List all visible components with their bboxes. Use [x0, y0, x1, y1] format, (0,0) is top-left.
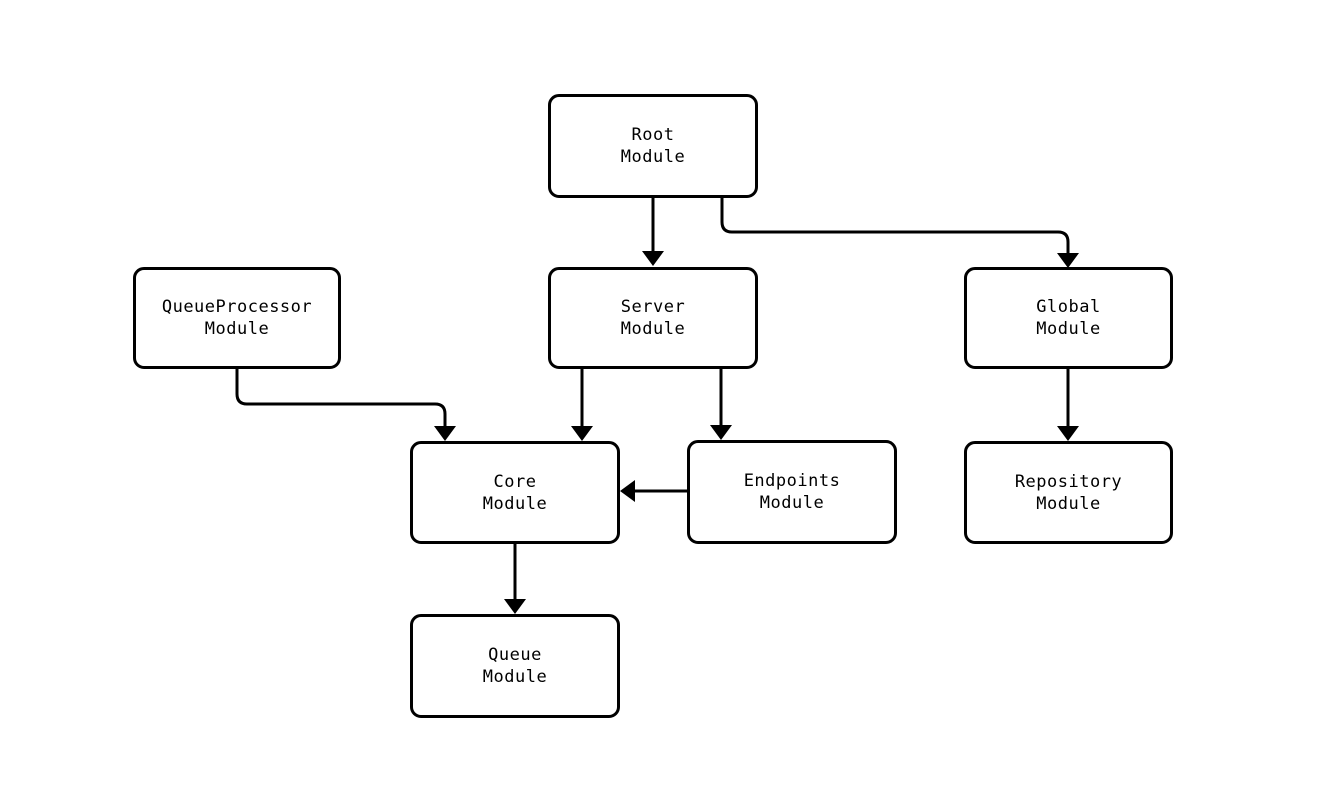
node-server-kind: Module [620, 319, 686, 339]
arrowhead-queueprocessor-core [434, 426, 456, 441]
edge-root-global [720, 198, 1079, 268]
node-root-kind: Module [620, 147, 686, 167]
arrowhead-server-core [571, 426, 593, 441]
node-core-kind: Module [482, 493, 548, 514]
node-root-name: Root [631, 125, 675, 145]
arrowhead-core-queue [504, 599, 526, 614]
arrowhead-server-endpoints [710, 425, 732, 440]
node-repository-kind: Module [1036, 493, 1101, 514]
arrowhead-global-repository [1057, 426, 1079, 441]
node-queue-kind: Module [482, 667, 548, 687]
arrowhead-root-server [642, 251, 664, 266]
node-queueprocessor-name: QueueProcessor [161, 297, 313, 317]
edge-core-queue [504, 544, 526, 614]
node-endpoints-kind: Module [759, 493, 825, 513]
edge-server-core [571, 369, 593, 441]
edge-global-repository [1057, 369, 1079, 441]
edge-server-endpoints [710, 369, 732, 440]
edge-queueprocessor-core [235, 369, 456, 441]
edge-endpoints-core [620, 480, 687, 502]
arrowhead-root-global [1057, 253, 1079, 268]
node-global-name: Global [1036, 297, 1101, 317]
node-core-name: Core [493, 471, 537, 492]
node-global-kind: Module [1036, 319, 1101, 339]
node-endpoints-name: Endpoints [743, 471, 841, 491]
arrowhead-endpoints-core [620, 480, 635, 502]
node-repository-name: Repository [1014, 471, 1123, 492]
node-queueprocessor-kind: Module [204, 319, 270, 339]
node-queue-name: Queue [488, 645, 542, 665]
edge-root-server [642, 198, 664, 266]
node-server-name: Server [620, 297, 686, 317]
